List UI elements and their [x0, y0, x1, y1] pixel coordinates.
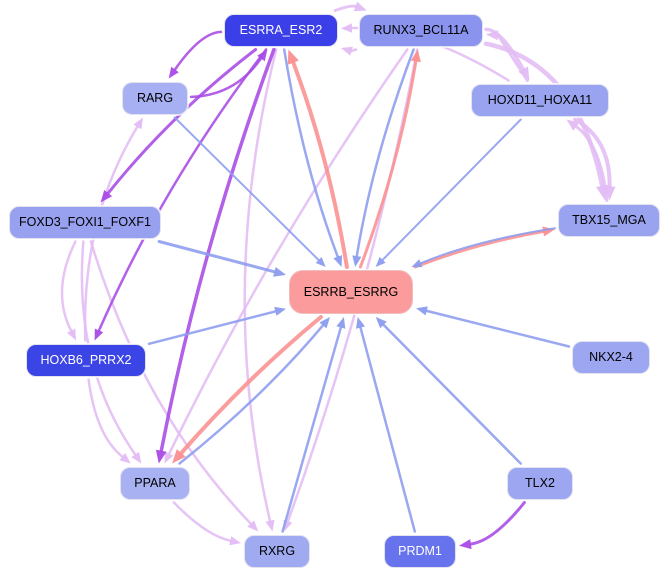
node-ESRRB_ESRRG[interactable]: ESRRB_ESRRG — [289, 270, 413, 314]
edge-FOXD3_FOXI1_FOXF1-ESRRB_ESRRG[interactable] — [157, 240, 276, 274]
arrowhead — [341, 23, 353, 33]
edge-HOXB6_PRRX2-PPARA[interactable] — [87, 378, 124, 458]
edge-HOXD11_HOXA11-RUNX3_BCL11A[interactable] — [496, 33, 529, 82]
node-label: PRDM1 — [398, 544, 442, 558]
edge-RUNX3_BCL11A-PPARA[interactable] — [167, 48, 409, 455]
arrowhead — [164, 451, 174, 464]
edge-ESRRA_ESR2-RXRG[interactable] — [243, 48, 278, 523]
edge-TBX15_MGA-ESRRB_ESRRG[interactable] — [419, 227, 556, 265]
node-RUNX3_BCL11A[interactable]: RUNX3_BCL11A — [359, 13, 483, 47]
edge-ESRRA_ESR2-RUNX3_BCL11A[interactable] — [333, 4, 357, 12]
arrowhead — [67, 328, 77, 341]
node-PRDM1[interactable]: PRDM1 — [384, 534, 456, 568]
arrowhead — [459, 539, 472, 550]
edge-HOXB6_PRRX2-ESRRB_ESRRG[interactable] — [147, 310, 277, 346]
edge-ESRRB_ESRRG-RUNX3_BCL11A[interactable] — [358, 59, 418, 269]
node-PPARA[interactable]: PPARA — [120, 466, 190, 500]
arrowhead — [336, 317, 346, 329]
node-FOXD3_FOXI1_FOXF1[interactable]: FOXD3_FOXI1_FOXF1 — [9, 205, 161, 239]
edge-RXRG-ESRRB_ESRRG[interactable] — [281, 326, 343, 533]
arrowhead — [315, 257, 326, 267]
arrowhead — [94, 328, 104, 341]
edge-ESRRB_ESRRG-PPARA[interactable] — [179, 315, 323, 455]
edge-TLX2-ESRRB_ESRRG[interactable] — [382, 323, 522, 465]
arrowhead — [229, 536, 241, 546]
node-NKX2-4[interactable]: NKX2-4 — [572, 340, 650, 374]
arrowhead — [247, 520, 259, 532]
arrowhead — [566, 119, 580, 131]
arrowhead — [341, 46, 353, 56]
arrowhead — [486, 30, 499, 41]
edge-RUNX3_BCL11A-ESRRA_ESR2[interactable] — [350, 48, 358, 53]
node-label: RARG — [136, 91, 174, 105]
edge-ESRRA_ESR2-FOXD3_FOXI1_FOXF1[interactable] — [106, 48, 258, 195]
arrowhead — [356, 317, 365, 329]
node-label: NKX2-4 — [589, 350, 633, 364]
edge-FOXD3_FOXI1_FOXF1-HOXB6_PRRX2[interactable] — [60, 240, 77, 332]
edge-RARG-ESRRA_ESR2[interactable] — [189, 57, 263, 99]
edge-ESRRB_ESRRG-TBX15_MGA[interactable] — [413, 230, 545, 269]
edge-PRDM1-ESRRB_ESRRG[interactable] — [359, 326, 417, 533]
arrowhead — [273, 267, 286, 277]
edge-RARG-ESRRB_ESRRG[interactable] — [173, 116, 320, 261]
node-ESRRA_ESR2[interactable]: ESRRA_ESR2 — [224, 13, 338, 47]
arrowhead — [375, 256, 386, 267]
arrowhead — [375, 317, 387, 329]
edge-FOXD3_FOXI1_FOXF1-RXRG[interactable] — [89, 240, 252, 525]
node-label: HOXD11_HOXA11 — [487, 93, 593, 107]
node-label: RUNX3_BCL11A — [373, 23, 469, 37]
arrowhead — [287, 49, 299, 65]
node-label: FOXD3_FOXI1_FOXF1 — [19, 215, 151, 229]
arrowhead — [596, 184, 609, 201]
arrowhead — [410, 49, 421, 63]
arrowhead — [155, 449, 167, 464]
arrowhead — [353, 1, 367, 12]
node-RXRG[interactable]: RXRG — [244, 534, 310, 568]
node-TBX15_MGA[interactable]: TBX15_MGA — [558, 203, 660, 237]
edge-RUNX3_BCL11A-ESRRB_ESRRG[interactable] — [355, 48, 415, 258]
edge-ESRRA_ESR2-ESRRB_ESRRG[interactable] — [282, 48, 339, 258]
arrowhead — [352, 255, 362, 267]
arrowhead — [131, 451, 142, 464]
arrowhead — [172, 449, 186, 464]
node-label: TLX2 — [525, 476, 555, 490]
node-label: ESRRB_ESRRG — [303, 285, 399, 299]
edge-ESRRA_ESR2-PPARA[interactable] — [159, 47, 276, 453]
node-label: PPARA — [134, 476, 176, 490]
node-label: RXRG — [258, 544, 296, 558]
node-TLX2[interactable]: TLX2 — [507, 466, 573, 500]
arrowhead — [274, 306, 286, 316]
arrowhead — [119, 453, 131, 464]
arrowhead — [319, 317, 330, 329]
node-HOXD11_HOXA11[interactable]: HOXD11_HOXA11 — [471, 83, 609, 117]
node-RARG[interactable]: RARG — [122, 81, 188, 115]
arrowhead — [100, 190, 113, 203]
edge-RUNX3_BCL11A-HOXD11_HOXA11[interactable] — [484, 27, 525, 71]
arrowhead — [265, 519, 275, 532]
arrowhead — [416, 306, 428, 316]
edge-ESRRB_ESRRG-ESRRA_ESR2[interactable] — [291, 60, 349, 269]
arrowhead — [168, 66, 179, 79]
node-label: ESRRA_ESR2 — [239, 23, 323, 37]
node-label: TBX15_MGA — [572, 213, 646, 227]
edge-NKX2-4-ESRRB_ESRRG[interactable] — [425, 309, 571, 348]
node-HOXB6_PRRX2[interactable]: HOXB6_PRRX2 — [26, 343, 146, 377]
edge-PPARA-RXRG[interactable] — [172, 501, 232, 542]
arrowhead — [411, 259, 423, 268]
edge-TLX2-PRDM1[interactable] — [469, 501, 526, 546]
arrowhead — [333, 255, 342, 267]
edge-HOXD11_HOXA11-ESRRB_ESRRG[interactable] — [381, 118, 522, 261]
arrowhead — [133, 117, 144, 130]
edge-PPARA-ESRRB_ESRRG[interactable] — [178, 324, 325, 465]
edge-ESRRA_ESR2-RARG[interactable] — [173, 30, 223, 71]
edge-ESRRA_ESR2-HOXB6_PRRX2[interactable] — [97, 48, 268, 332]
node-label: HOXB6_PRRX2 — [40, 353, 132, 367]
